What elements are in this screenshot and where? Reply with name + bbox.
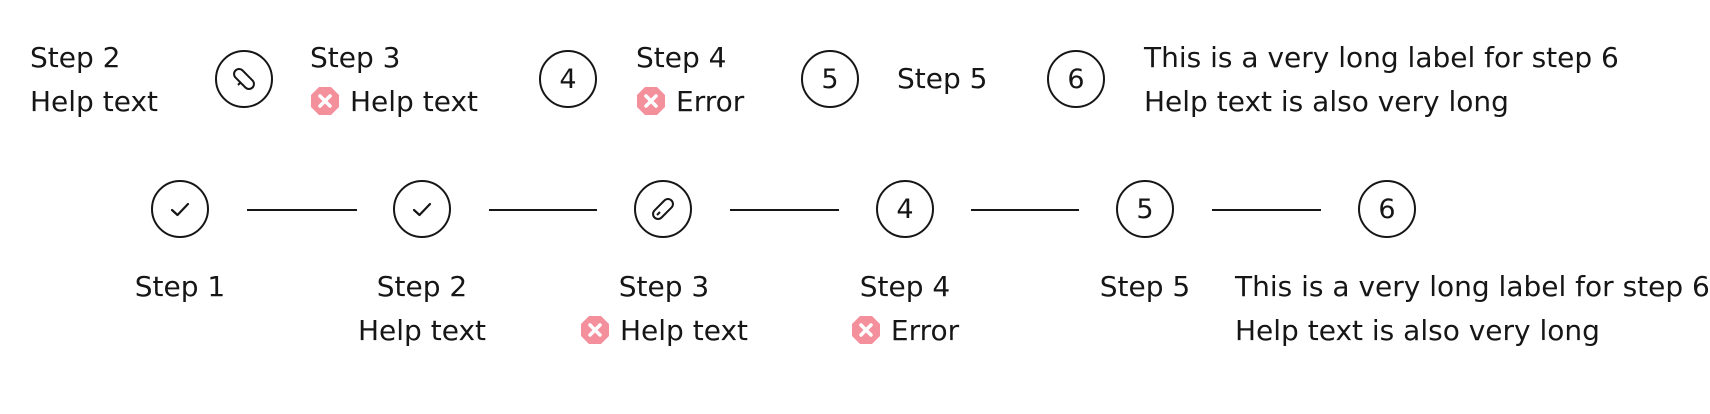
check-icon [412,202,432,217]
step-help-row: Error [636,80,744,124]
top-step3-text[interactable]: Step 3 Help text [310,36,478,124]
stepper-showcase: Step 2 Help text Step 3 Help text [0,0,1710,353]
step-label: Step 4 [636,41,727,74]
step-help-text: Help text [358,314,486,347]
bottom-step3-circle[interactable] [634,180,692,238]
top-step4-text[interactable]: Step 4 Error [636,36,744,124]
bottom-step2-text[interactable]: Step 2 Help text [322,265,522,353]
step-number: 5 [821,63,839,95]
top-step4-circle[interactable]: 4 [539,50,597,108]
bottom-step6-text[interactable]: This is a very long label for step 6 Hel… [1235,265,1710,353]
bottom-step4-circle[interactable]: 4 [876,180,934,238]
error-icon [311,87,339,115]
step-help-row: Help text [554,309,774,353]
bottom-step3-text[interactable]: Step 3 Help text [554,265,774,353]
step-number: 4 [559,63,577,95]
step-label: Step 3 [310,41,401,74]
bottom-step1-text[interactable]: Step 1 [90,265,270,309]
error-icon [637,87,665,115]
step-help-text: Help text [620,314,748,347]
step-label: This is a very long label for step 6 [1144,41,1619,74]
check-icon [170,202,190,217]
step-number: 5 [1136,193,1154,225]
step-help-text: Help text is also very long [1144,85,1509,118]
step-connector [1212,209,1321,211]
bottom-step6-circle[interactable]: 6 [1358,180,1416,238]
bottom-step1-circle[interactable] [151,180,209,238]
step-label: Step 2 [30,41,121,74]
step-label: Step 5 [1099,270,1191,303]
bottom-step2-circle[interactable] [393,180,451,238]
bottom-step5-text[interactable]: Step 5 [1055,265,1235,309]
step-help-row: Help text [310,80,478,124]
step-label: Step 2 [376,270,468,303]
top-step2-text[interactable]: Step 2 Help text [30,36,158,124]
step-number: 6 [1378,193,1396,225]
step-label: This is a very long label for step 6 [1235,270,1710,303]
step-label: Step 5 [897,62,988,95]
step-connector [730,209,839,211]
error-icon [581,316,609,344]
step-connector [489,209,597,211]
step-number: 4 [896,193,914,225]
bottom-step4-text[interactable]: Step 4 Error [805,265,1005,353]
top-stepper: Step 2 Help text Step 3 Help text [0,0,1619,140]
error-icon [851,316,880,344]
pencil-icon [652,198,674,220]
step-label: Step 4 [859,270,951,303]
step-help-text: Error [890,314,960,347]
pencil-icon [233,68,255,90]
step-label: Step 1 [134,270,226,303]
step-connector [247,209,357,211]
step-help-text: Help text [350,85,478,118]
step-help-text: Help text is also very long [1235,314,1600,347]
step-help-text: Help text [30,85,158,118]
top-step6-text[interactable]: This is a very long label for step 6 Hel… [1144,36,1619,124]
top-step3-circle[interactable] [215,50,273,108]
step-connector [971,209,1079,211]
bottom-step5-circle[interactable]: 5 [1116,180,1174,238]
step-label: Step 3 [618,270,710,303]
top-step5-circle[interactable]: 5 [801,50,859,108]
step-help-text: Error [676,85,745,118]
top-step6-circle[interactable]: 6 [1047,50,1105,108]
step-number: 6 [1067,63,1085,95]
step-help-row: Error [805,309,1005,353]
top-step5-text[interactable]: Step 5 [897,57,987,101]
